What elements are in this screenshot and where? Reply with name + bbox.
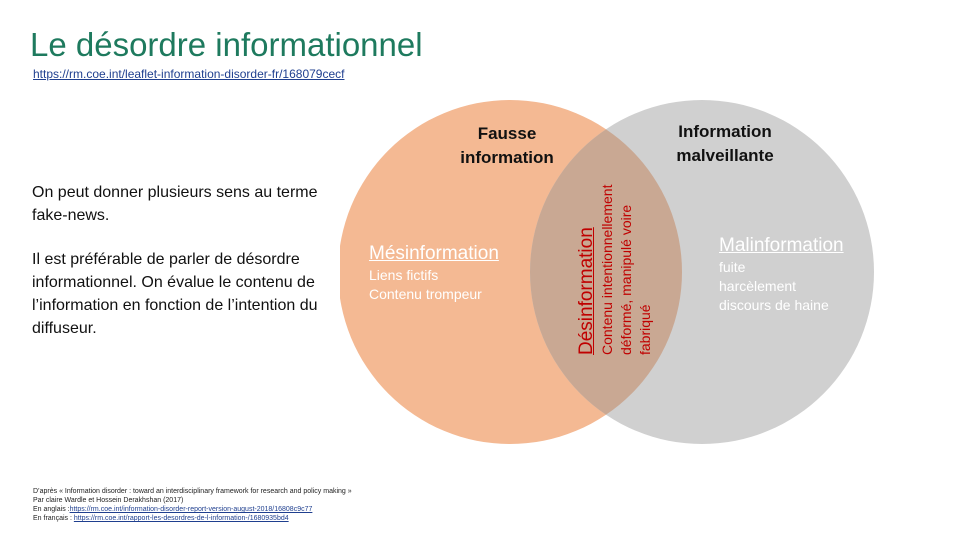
malinformation-item: discours de haine (719, 297, 829, 313)
disinformation-title: Désinformation (576, 227, 597, 355)
reference-prefix: En anglais : (33, 506, 70, 513)
disinformation-line: fabriqué (637, 304, 653, 355)
misinformation-item: Contenu trompeur (369, 286, 482, 302)
slide-title: Le désordre informationnel (30, 26, 423, 63)
reference-line: D’après « Information disorder : toward … (33, 488, 352, 495)
intro-paragraph: On peut donner plusieurs sens au terme f… (32, 184, 318, 224)
malinformation-item: fuite (719, 259, 746, 275)
venn-overlap (530, 100, 682, 444)
right-heading: Information malveillante (676, 122, 774, 165)
misinformation-item: Liens fictifs (369, 267, 439, 283)
misinformation-set: Mésinformation Liens fictifs Contenu tro… (369, 242, 499, 304)
disinformation-line: Contenu intentionnellement (599, 184, 615, 355)
malinformation-set: Malinformation fuite harcèlement discour… (719, 234, 844, 315)
reference-line: En anglais :https://rm.coe.int/informati… (33, 505, 352, 514)
references: D’après « Information disorder : toward … (33, 487, 352, 523)
disinformation-line: déformé, manipulé voire (618, 204, 634, 355)
disinformation-set: Désinformation Contenu intentionnellemen… (575, 185, 655, 355)
reference-link-en[interactable]: https://rm.coe.int/information-disorder-… (69, 506, 313, 513)
reference-link-fr[interactable]: https://rm.coe.int/rapport-les-desordres… (73, 515, 289, 522)
source-link[interactable]: https://rm.coe.int/leaflet-information-d… (33, 67, 345, 81)
reference-line: En français : https://rm.coe.int/rapport… (33, 514, 352, 523)
reference-prefix: En français : (33, 515, 74, 522)
reference-line: Par claire Wardle et Hossein Derakhshan … (33, 497, 184, 504)
malinformation-title: Malinformation (719, 235, 844, 256)
explanation-paragraph: Il est préférable de parler de désordre … (32, 251, 318, 337)
left-heading: Fausse information (460, 124, 554, 167)
venn-diagram (340, 100, 874, 444)
misinformation-title: Mésinformation (369, 243, 499, 264)
malinformation-item: harcèlement (719, 278, 797, 294)
